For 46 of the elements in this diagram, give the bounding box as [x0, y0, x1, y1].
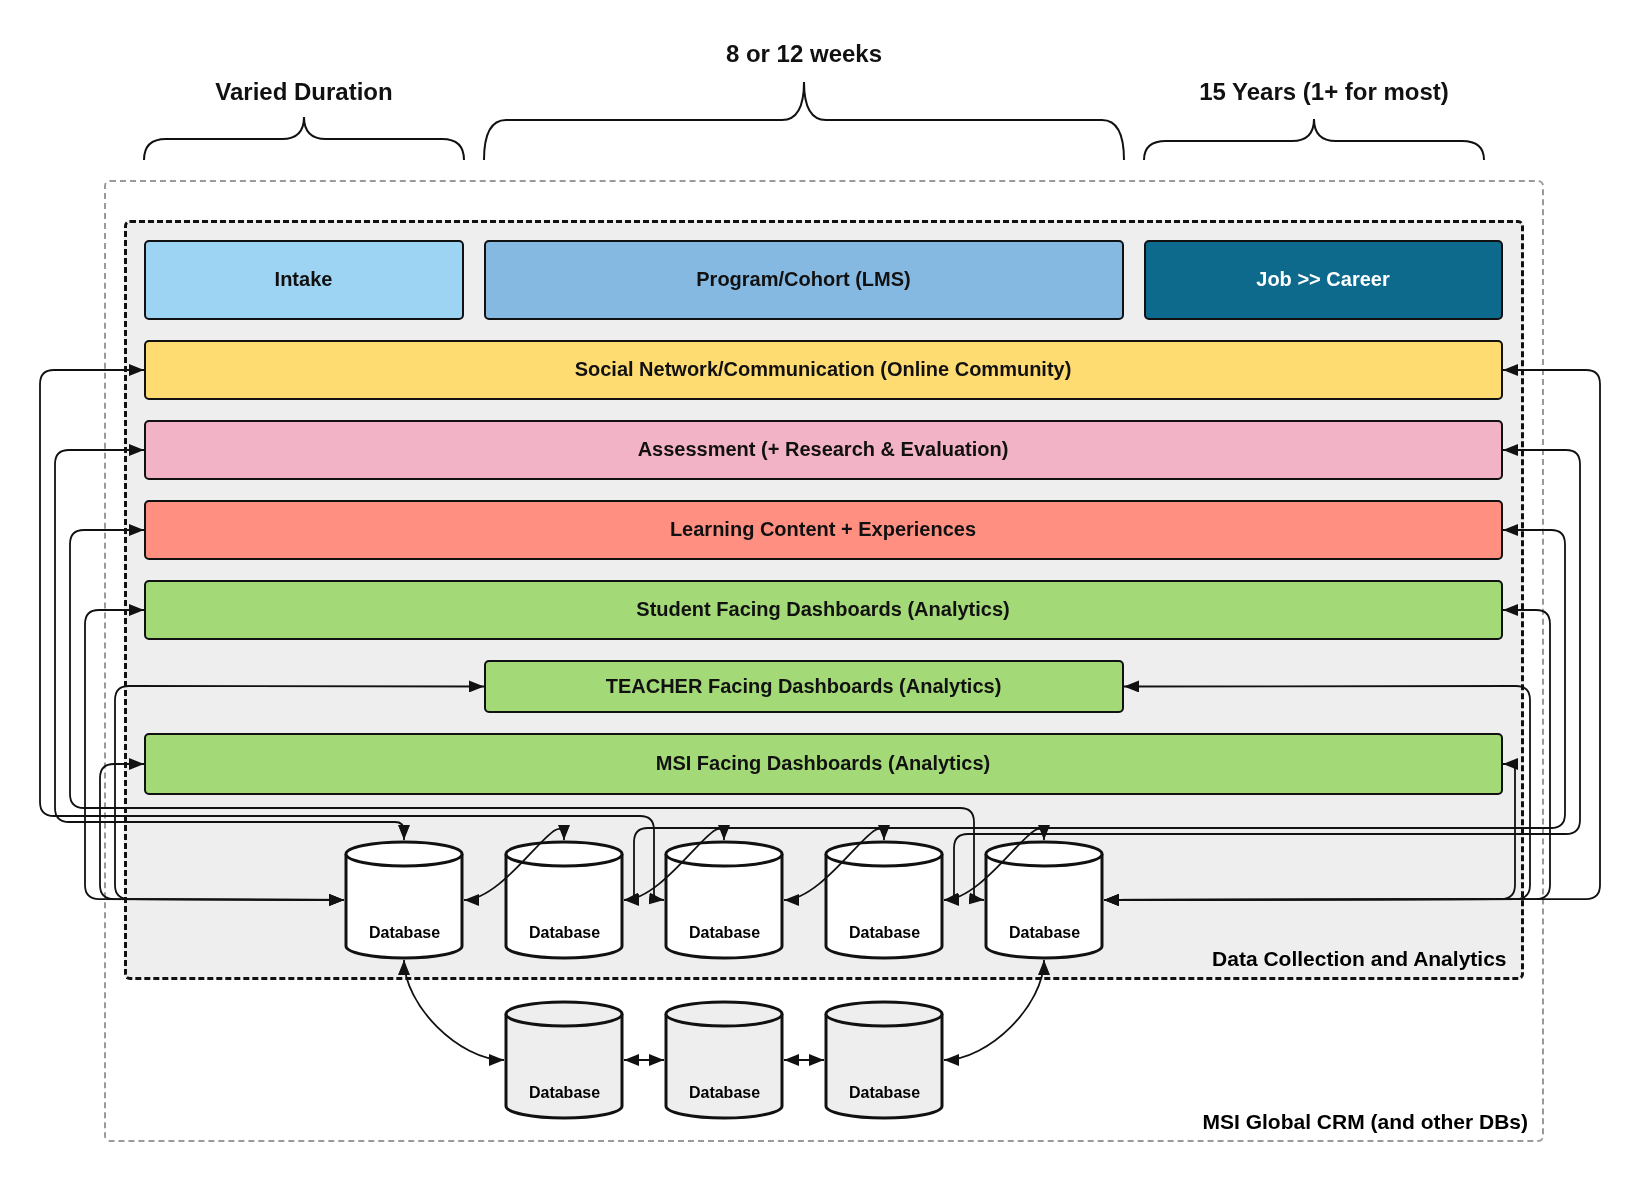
connector-arrow — [623, 1054, 665, 1066]
layer-bar — [143, 499, 1503, 560]
database-label: Database — [527, 1083, 602, 1102]
connector-arrow — [943, 824, 1048, 904]
region-label: MSI Global CRM (and other DBs) — [1202, 1110, 1528, 1134]
database-label: Database — [847, 923, 922, 942]
outer-dashed-region — [104, 180, 1544, 1142]
database-label: Database — [1007, 923, 1082, 942]
database-label: Database — [527, 923, 602, 942]
database-label: Database — [687, 1083, 762, 1102]
duration-label: 8 or 12 weeks — [724, 40, 884, 68]
layer-label: Job >> Career — [1256, 268, 1390, 291]
database-label: Database — [687, 923, 762, 942]
connector-arrow — [99, 758, 345, 906]
connector-arrow — [39, 364, 665, 905]
layer-label: Social Network/Communication (Online Community) — [574, 358, 1072, 381]
layer-label: Learning Content + Experiences — [669, 518, 977, 541]
database-label: Database — [367, 923, 442, 942]
layer-label: Program/Cohort (LMS) — [696, 268, 911, 291]
layer-label: MSI Facing Dashboards (Analytics) — [655, 752, 991, 775]
layer-bar — [143, 579, 1503, 640]
layer-bar — [483, 659, 1124, 713]
layer-bar — [143, 339, 1503, 400]
connector-arrow — [783, 824, 888, 904]
region-label: Data Collection and Analytics — [1212, 946, 1507, 971]
connector-arrow — [623, 824, 728, 904]
connector-arrow — [69, 524, 985, 905]
layer-bar — [1143, 239, 1503, 320]
duration-label: Varied Duration — [214, 78, 394, 106]
layer-label: Intake — [274, 268, 333, 291]
connector-arrow — [463, 824, 568, 904]
connector-arrow — [54, 444, 410, 841]
layer-bar — [143, 419, 1503, 480]
layer-bar — [143, 239, 464, 320]
connector-arrow — [943, 959, 1049, 1065]
layer-bar — [143, 732, 1503, 795]
layer-label: Assessment (+ Research & Evaluation) — [637, 438, 1009, 461]
inner-dashed-region — [123, 219, 1524, 980]
layer-label: TEACHER Facing Dashboards (Analytics) — [605, 674, 1002, 698]
connector-arrow — [399, 959, 505, 1065]
database-label: Database — [847, 1083, 922, 1102]
connector-arrow — [783, 1054, 825, 1066]
duration-label: 15 Years (1+ for most) — [1198, 78, 1450, 106]
layer-label: Student Facing Dashboards (Analytics) — [636, 598, 1010, 621]
connector-arrow — [1103, 758, 1518, 906]
layer-bar — [483, 239, 1124, 320]
